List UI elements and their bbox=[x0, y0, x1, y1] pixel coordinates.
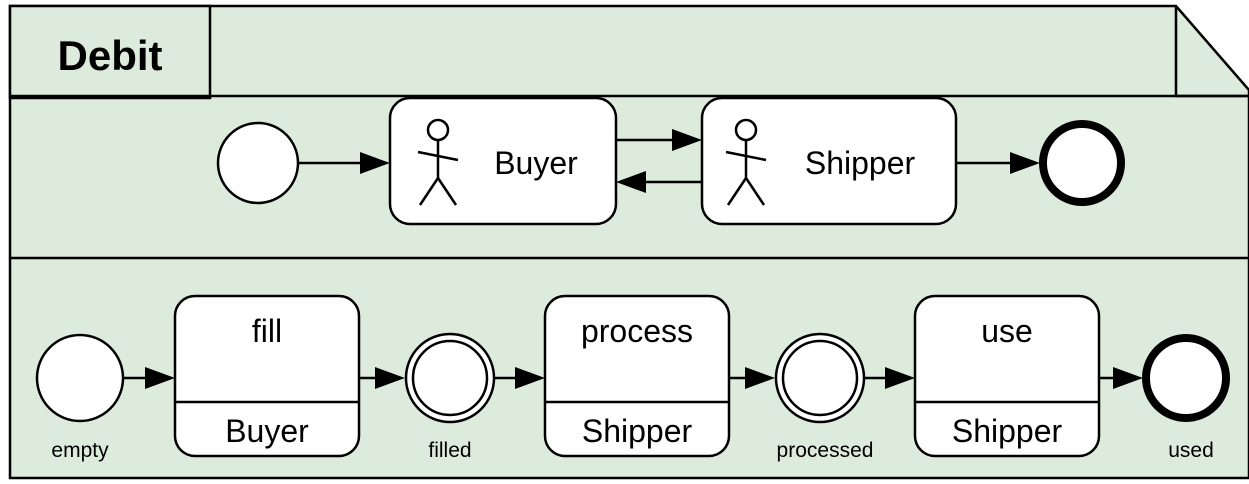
activity-process: process Shipper bbox=[543, 294, 731, 458]
activity-use-performer: Shipper bbox=[952, 413, 1063, 449]
activity-use-action: use bbox=[981, 313, 1033, 349]
state-used bbox=[1142, 334, 1230, 422]
person-icon bbox=[725, 118, 767, 206]
activity-fill: fill Buyer bbox=[173, 294, 361, 458]
start-event bbox=[216, 121, 300, 205]
arrow-head bbox=[616, 171, 646, 193]
activity-process-performer: Shipper bbox=[582, 413, 693, 449]
state-empty-label: empty bbox=[51, 439, 109, 462]
state-empty bbox=[35, 333, 125, 423]
arrow-head bbox=[1010, 152, 1040, 174]
state-processed-label: processed bbox=[777, 439, 874, 462]
activity-fill-box bbox=[173, 294, 361, 458]
state-processed-inner bbox=[781, 339, 859, 417]
arrow-head bbox=[885, 367, 915, 389]
title-tab bbox=[8, 4, 212, 100]
activity-process-box bbox=[543, 294, 731, 458]
arrow-head bbox=[360, 152, 390, 174]
arrow-head bbox=[1113, 367, 1143, 389]
actor-shipper: Shipper bbox=[700, 96, 958, 226]
diagram-title: Debit bbox=[58, 32, 163, 79]
arrow-head bbox=[745, 367, 775, 389]
arrow-head bbox=[145, 367, 175, 389]
activity-use: use Shipper bbox=[913, 294, 1101, 458]
activity-process-action: process bbox=[581, 313, 693, 349]
arrow-head bbox=[672, 129, 702, 151]
end-event bbox=[1039, 120, 1125, 206]
state-filled-label: filled bbox=[428, 439, 471, 462]
activity-fill-action: fill bbox=[252, 313, 282, 349]
actor-buyer-label: Buyer bbox=[494, 145, 578, 181]
arrow-head bbox=[515, 367, 545, 389]
actor-shipper-box bbox=[700, 96, 958, 226]
activity-fill-performer: Buyer bbox=[225, 413, 309, 449]
activity-use-box bbox=[913, 294, 1101, 458]
roles-lane: Buyer Shipper bbox=[216, 96, 1125, 226]
actor-buyer: Buyer bbox=[388, 96, 618, 226]
states-lane: empty fill Buyer filled process Shipper bbox=[35, 294, 1230, 462]
person-icon bbox=[417, 118, 459, 206]
state-filled-inner bbox=[411, 339, 489, 417]
arrow-head bbox=[375, 367, 405, 389]
state-used-label: used bbox=[1168, 439, 1214, 462]
actor-shipper-label: Shipper bbox=[805, 145, 916, 181]
